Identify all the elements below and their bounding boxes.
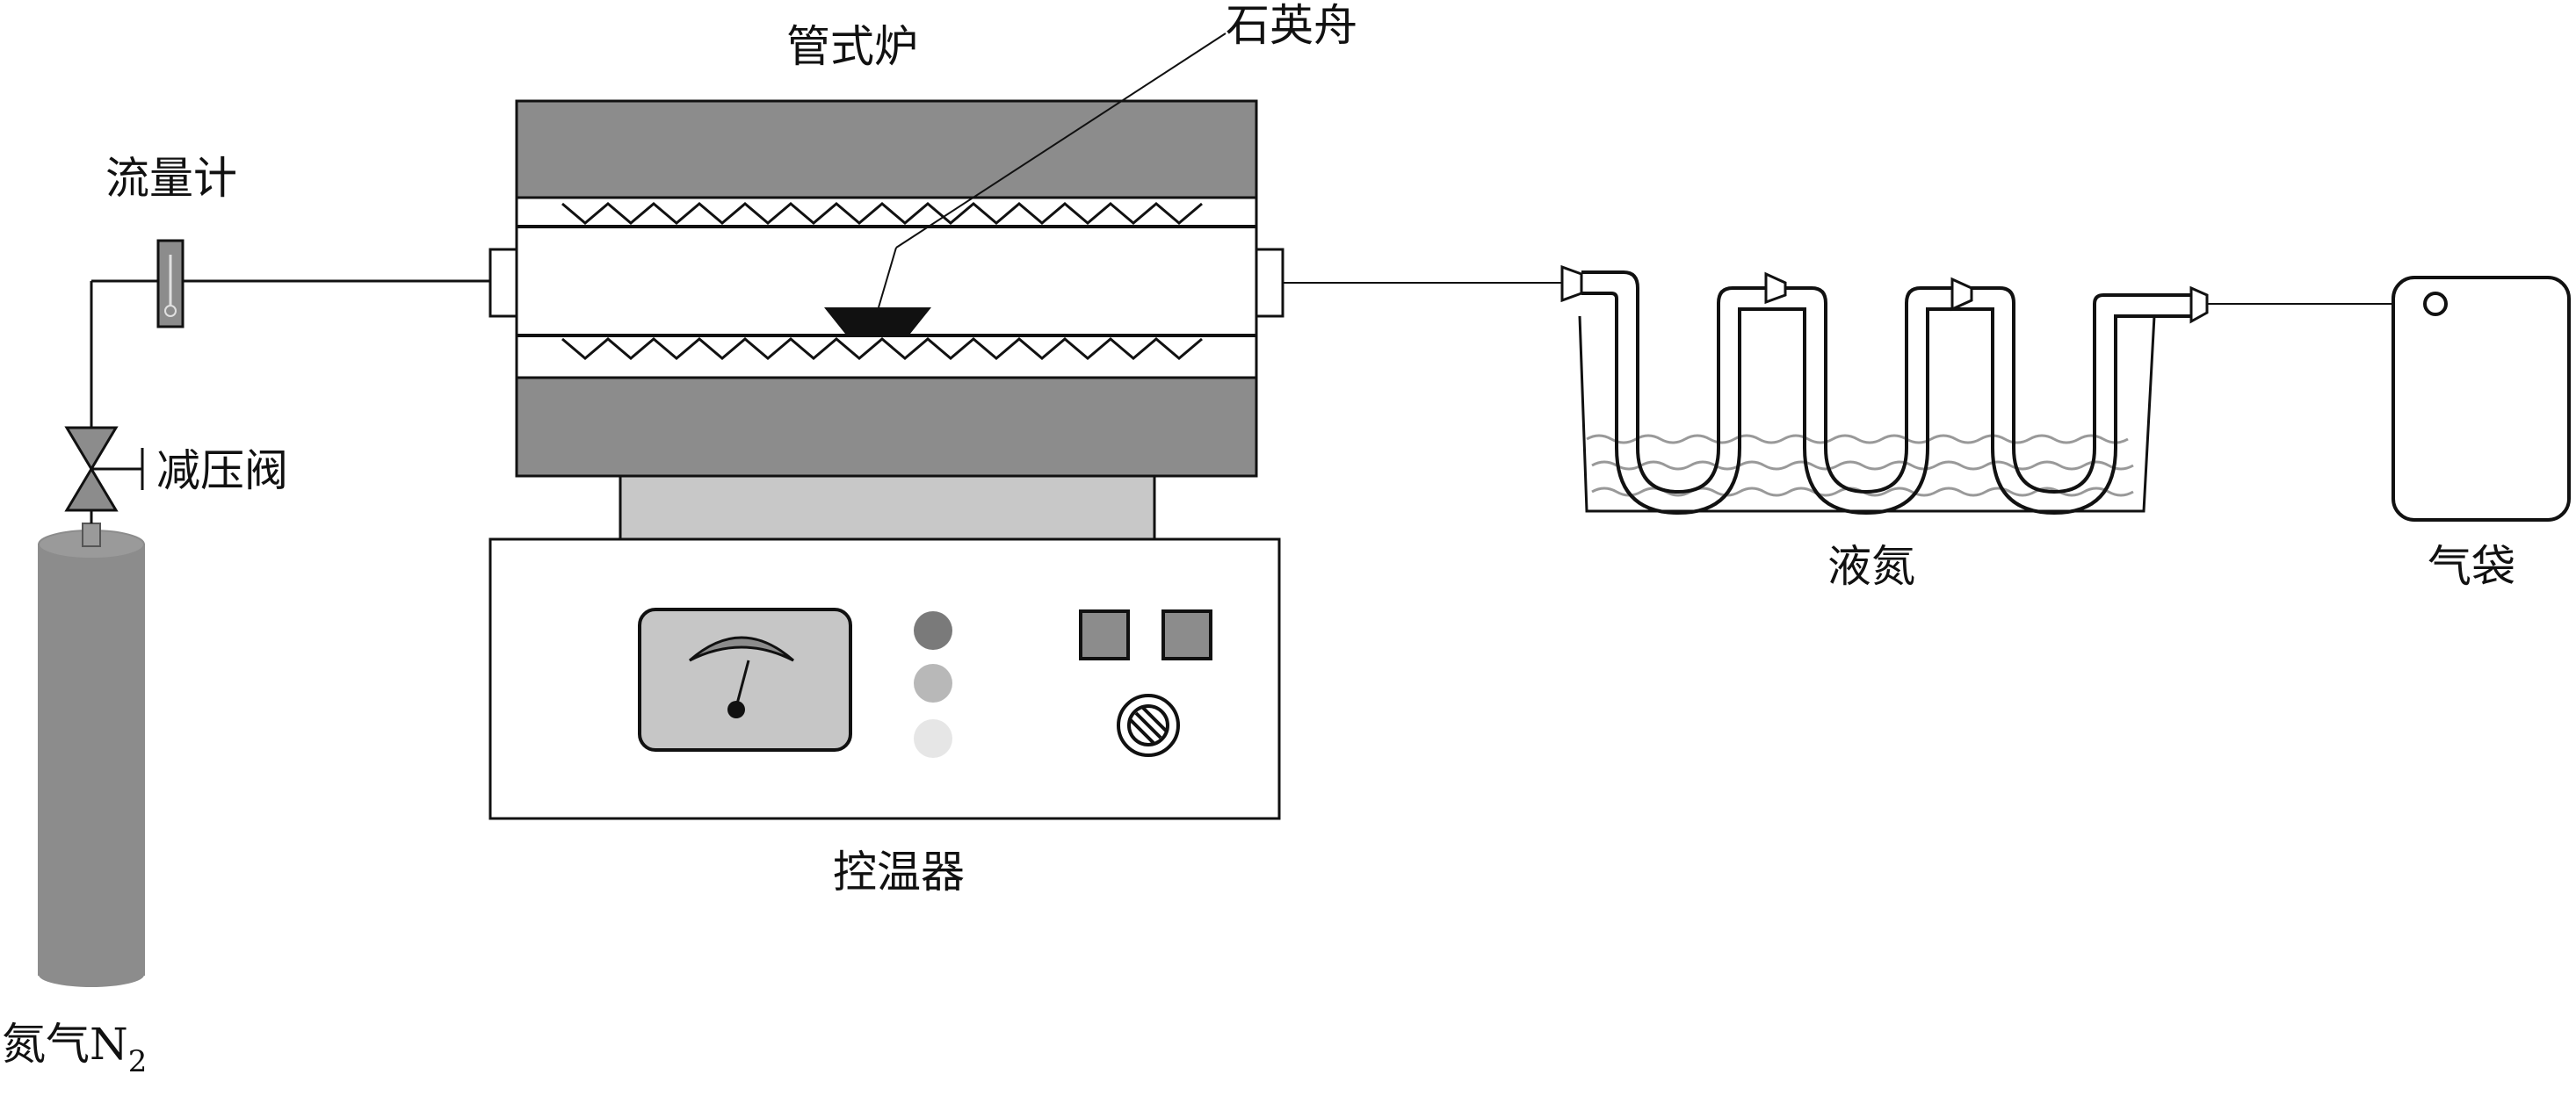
temperature-controller [488, 537, 1281, 820]
controller-label: 控温器 [833, 847, 965, 898]
cylinder-label: 氮气N2 [2, 1019, 147, 1079]
pressure-valve [64, 426, 144, 512]
gauge-needle [734, 660, 750, 708]
heating-coil-top [561, 202, 1203, 225]
gauge-arc [689, 636, 794, 662]
dewar [1578, 315, 2156, 513]
liquid-nitrogen-waves [1586, 434, 2134, 497]
nitrogen-cylinder [38, 523, 145, 987]
quartz-boat-label: 石英舟 [1226, 0, 1357, 51]
joint-2 [1950, 277, 1973, 312]
gas-bag-label: 气袋 [2428, 541, 2515, 592]
flowmeter [156, 239, 185, 328]
gas-bag [2391, 276, 2571, 522]
cylinder-label-main: 氮气N [2, 1019, 128, 1070]
joint-inlet [1560, 264, 1583, 303]
cylinder-label-subscript: 2 [128, 1044, 148, 1079]
joint-outlet [2189, 285, 2209, 324]
gas-line-inlet [90, 279, 492, 523]
furnace-label: 管式炉 [786, 21, 918, 72]
tube-furnace [488, 99, 1284, 478]
heating-coil-bottom [561, 337, 1203, 360]
indicator-light-2 [914, 664, 952, 703]
liquid-nitrogen-label: 液氮 [1827, 541, 1915, 592]
control-button-2 [1161, 609, 1212, 660]
gauge-panel [638, 608, 852, 752]
u-tube-inner [1581, 292, 2191, 516]
indicator-light-1 [914, 611, 952, 650]
joint-1 [1764, 271, 1787, 305]
furnace-stand [619, 474, 1156, 541]
liquid-nitrogen-trap [1560, 264, 2209, 516]
flowmeter-label: 流量计 [105, 153, 237, 204]
u-tube-outer [1581, 270, 2191, 494]
quartz-boat [824, 32, 1226, 334]
indicator-light-3 [914, 719, 952, 758]
valve-label: 减压阀 [156, 445, 288, 496]
control-button-1 [1079, 609, 1130, 660]
gas-bag-port [2423, 292, 2448, 316]
control-knob-icon [1117, 694, 1180, 757]
